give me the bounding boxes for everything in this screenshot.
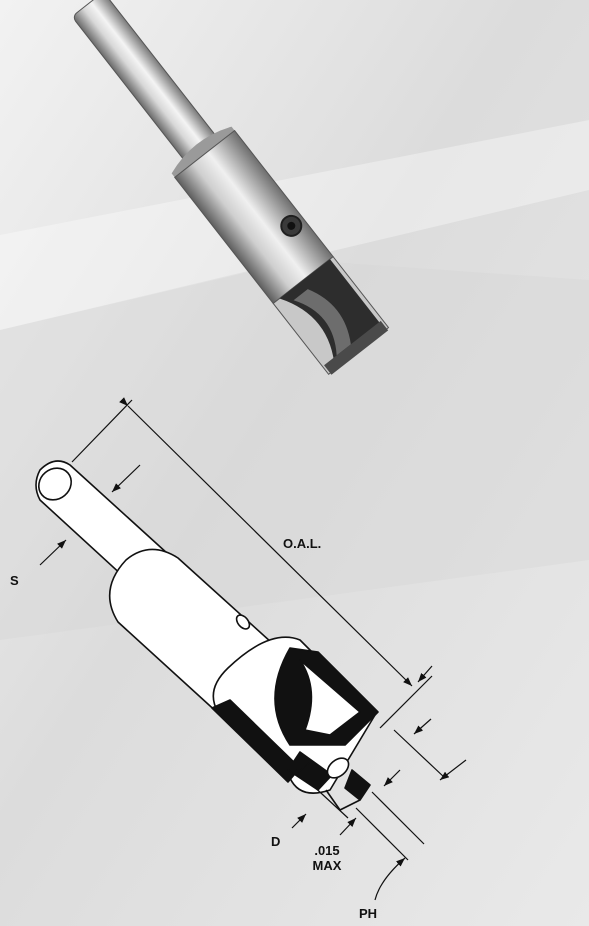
dimension-lines <box>39 397 467 901</box>
photo-set-screw-hex <box>287 221 296 230</box>
tip-arrow-lower <box>413 718 432 735</box>
oal-label: O.A.L. <box>283 536 322 551</box>
tolerance-value: .015 <box>314 843 340 858</box>
photo-cutting-edge <box>324 320 389 375</box>
oal-extension-bottom <box>379 675 433 729</box>
s-arrow-opposite <box>111 464 141 493</box>
ph-label: PH <box>359 906 378 921</box>
ph-leader <box>374 857 406 901</box>
drawing-shank-end <box>37 467 73 501</box>
tip-arrow-upper <box>417 665 433 683</box>
tip-extension-line <box>393 729 446 779</box>
d-label: D <box>271 834 281 849</box>
max-arrow-left <box>339 817 357 836</box>
plug-cutter-photo <box>73 0 390 376</box>
d-extension-line <box>295 769 349 819</box>
tolerance-max: MAX <box>312 858 342 873</box>
photo-flute-highlight <box>293 289 351 356</box>
s-arrow <box>39 539 67 566</box>
oal-dimension-line <box>119 397 413 687</box>
tolerance-label: .015 MAX <box>303 843 351 873</box>
drawing-tip-boss <box>326 757 350 779</box>
max-arrow-right <box>383 769 401 787</box>
d-arrow <box>291 813 307 829</box>
d-arrow-guide <box>297 759 313 774</box>
max-extension-outer <box>371 791 425 845</box>
tip-arrow-right <box>439 759 467 781</box>
s-label: S <box>10 573 19 588</box>
max-extension-inner <box>355 807 409 861</box>
